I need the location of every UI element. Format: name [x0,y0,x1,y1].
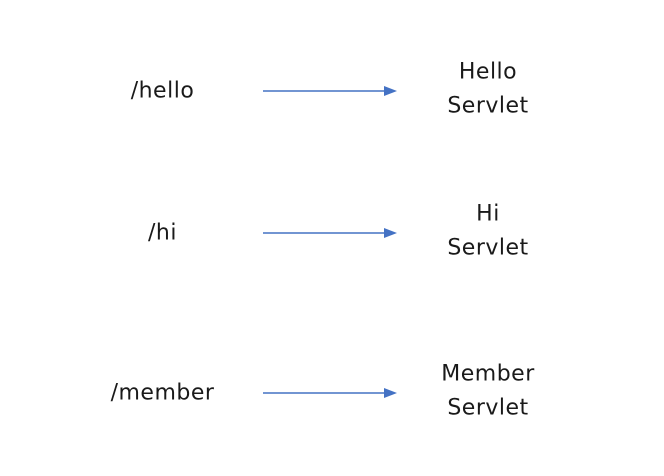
servlet-name-label: Hi Servlet [393,198,583,266]
url-pattern-label: /hello [130,78,195,104]
mapping-row-hi: /hi Hi Servlet [0,193,664,273]
url-pattern-label: /member [110,380,215,406]
servlet-name-line2: Servlet [447,235,529,261]
servlet-name-line1: Hello [458,59,518,85]
url-pattern-label: /hi [148,220,177,246]
servlet-name-label: Hello Servlet [393,56,583,124]
right-arrow-icon [263,388,397,398]
servlet-name-line1: Member [441,361,535,387]
servlet-name-label: Member Servlet [393,358,583,426]
servlet-name-line2: Servlet [447,395,529,421]
mapping-row-member: /member Member Servlet [0,353,664,433]
servlet-name-line1: Hi [476,201,500,227]
mapping-row-hello: /hello Hello Servlet [0,51,664,131]
right-arrow-icon [263,228,397,238]
right-arrow-icon [263,86,397,96]
servlet-name-line2: Servlet [447,93,529,119]
